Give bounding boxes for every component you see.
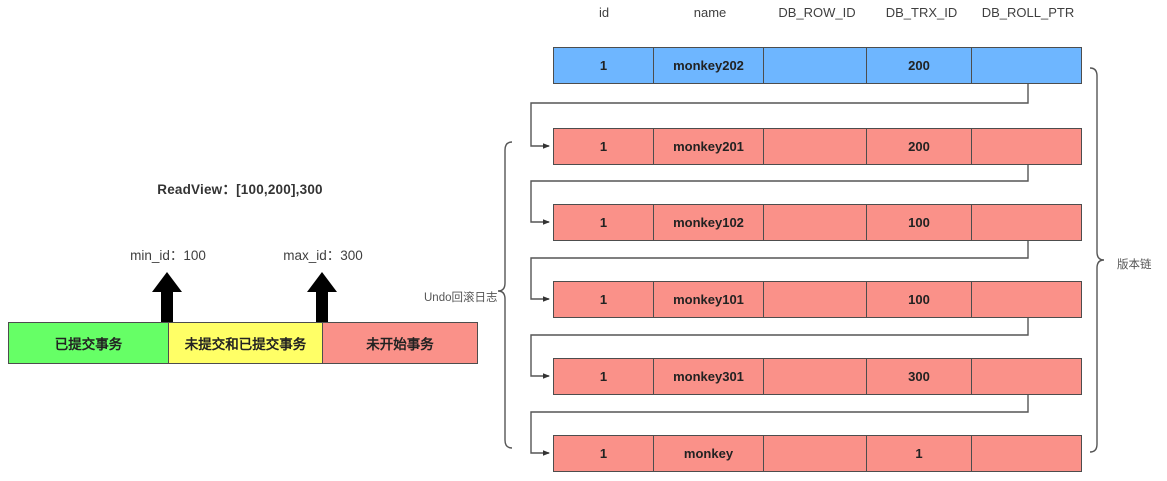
cell-db-trx-id: 300 bbox=[867, 359, 972, 394]
cell-db-trx-id: 1 bbox=[867, 436, 972, 471]
cell-db-roll-ptr bbox=[972, 436, 1081, 471]
readview-title: ReadView：[100,200],300 bbox=[157, 182, 323, 197]
column-header-name: name bbox=[693, 5, 727, 20]
max-id-arrow bbox=[307, 272, 337, 322]
cell-db-roll-ptr bbox=[972, 359, 1081, 394]
max-id-label: max_id：300 bbox=[283, 248, 363, 263]
column-header-db-trx-id: DB_TRX_ID bbox=[885, 5, 958, 20]
cell-db-row-id bbox=[764, 359, 867, 394]
table-row: 1 monkey301 300 bbox=[553, 358, 1082, 395]
cell-db-roll-ptr bbox=[972, 205, 1081, 240]
table-column-headers: id name DB_ROW_ID DB_TRX_ID DB_ROLL_PTR bbox=[553, 5, 1082, 29]
cell-id: 1 bbox=[554, 282, 654, 317]
segment-uncommitted-and-committed-transactions: 未提交和已提交事务 bbox=[168, 323, 323, 363]
cell-db-roll-ptr bbox=[972, 282, 1081, 317]
cell-db-roll-ptr bbox=[972, 48, 1081, 83]
cell-id: 1 bbox=[554, 436, 654, 471]
undo-log-label: Undo回滚日志 bbox=[424, 292, 498, 304]
column-header-id: id bbox=[598, 5, 610, 20]
cell-db-row-id bbox=[764, 48, 867, 83]
cell-id: 1 bbox=[554, 48, 654, 83]
table-row: 1 monkey102 100 bbox=[553, 204, 1082, 241]
cell-db-trx-id: 200 bbox=[867, 48, 972, 83]
cell-name: monkey101 bbox=[654, 282, 764, 317]
undo-log-brace bbox=[497, 141, 513, 449]
cell-name: monkey202 bbox=[654, 48, 764, 83]
table-row: 1 monkey 1 bbox=[553, 435, 1082, 472]
cell-db-row-id bbox=[764, 205, 867, 240]
cell-name: monkey bbox=[654, 436, 764, 471]
cell-name: monkey102 bbox=[654, 205, 764, 240]
cell-db-row-id bbox=[764, 129, 867, 164]
table-row: 1 monkey201 200 bbox=[553, 128, 1082, 165]
min-id-arrow bbox=[152, 272, 182, 322]
cell-name: monkey301 bbox=[654, 359, 764, 394]
cell-id: 1 bbox=[554, 205, 654, 240]
table-row: 1 monkey101 100 bbox=[553, 281, 1082, 318]
column-header-db-roll-ptr: DB_ROLL_PTR bbox=[981, 5, 1075, 20]
column-header-db-row-id: DB_ROW_ID bbox=[778, 5, 856, 20]
cell-name: monkey201 bbox=[654, 129, 764, 164]
cell-id: 1 bbox=[554, 129, 654, 164]
cell-db-roll-ptr bbox=[972, 129, 1081, 164]
table-row: 1 monkey202 200 bbox=[553, 47, 1082, 84]
version-chain-brace bbox=[1089, 67, 1105, 453]
min-id-label: min_id：100 bbox=[130, 248, 206, 263]
cell-db-row-id bbox=[764, 436, 867, 471]
cell-id: 1 bbox=[554, 359, 654, 394]
version-chain-label: 版本链 bbox=[1117, 259, 1152, 271]
segment-committed-transactions: 已提交事务 bbox=[9, 323, 168, 363]
segment-not-started-transactions: 未开始事务 bbox=[323, 323, 477, 363]
cell-db-trx-id: 100 bbox=[867, 205, 972, 240]
transaction-id-range-bar: 已提交事务 未提交和已提交事务 未开始事务 bbox=[8, 322, 478, 364]
cell-db-trx-id: 100 bbox=[867, 282, 972, 317]
cell-db-row-id bbox=[764, 282, 867, 317]
cell-db-trx-id: 200 bbox=[867, 129, 972, 164]
